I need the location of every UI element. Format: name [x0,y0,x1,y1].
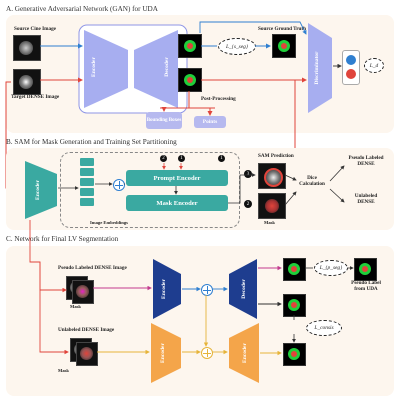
sam-prediction-label: SAM Prediction [258,153,294,159]
image-embedding-stack [80,158,94,214]
sam-add-node [113,179,125,191]
source-cine-label: Source Cine Image [14,26,56,32]
pseudo-label-uda-mask [354,258,377,281]
sam-prediction-image [258,163,286,189]
target-dense-label: Target DENSE Image [11,94,60,100]
encoder-top-block [153,259,181,319]
prompt-encoder-box: Prompt Encoder [126,170,228,186]
sam-mask-label: Mask [264,220,275,225]
pseudo-labeled-dense-label: Pseudo Labeled DENSE [348,155,384,167]
prompt-badge-1: 1 [178,155,185,162]
sam-container [60,152,240,228]
pseudo-labeled-image-2 [72,280,94,304]
unlabeled-image-label: Unlabeled DENSE Image [58,327,115,333]
dice-calculation-label: Dice Calculation [299,175,325,187]
fusion-node-bottom [201,347,213,359]
section-c-title: C. Network for Final LV Segmentation [6,235,119,243]
target-output-mask [178,68,202,92]
mask-bottom-label: Mask [58,368,69,373]
pseudo-labeled-image-label: Pseudo Labeled DENSE Image [58,265,127,271]
discriminator-output [342,50,360,85]
decoder-top-block [229,259,257,319]
image-embeddings-label: Image Embeddings [90,220,128,225]
unlabeled-dense-label: Unlabeled DENSE [354,193,378,205]
loss-d: L_d [364,58,384,73]
discriminator-block [308,23,332,113]
post-processing-label: Post-Processing [201,96,236,102]
output-mask-bottom [283,343,306,366]
fusion-node-top [201,284,213,296]
loss-s-seg: L_{s_seg} [218,38,256,55]
prompt-badge-2: 2 [160,155,167,162]
source-ground-truth-mask [272,34,296,58]
source-cine-image [13,35,41,61]
loss-consis: L_consis [306,320,342,336]
mask-top-label: Mask [70,304,81,309]
loss-p-seg: L_{p_seg} [314,260,348,276]
unlabeled-image-2 [76,342,98,366]
points-box: Points [194,116,226,128]
prompt-badge-1b: 1 [218,155,225,162]
section-a-title: A. Generative Adversarial Network (GAN) … [6,5,158,13]
bounding-boxes-box: Bounding Boxes [146,112,182,129]
pseudo-label-uda-label: Pseudo Label from UDA [351,280,381,292]
prediction-badge-3: 3 [244,170,252,178]
source-ground-truth-label: Source Ground Truth [258,26,307,32]
section-b-title: B. SAM for Mask Generation and Training … [6,138,177,146]
encoder-bottom-block [151,323,181,383]
source-output-mask [178,34,202,58]
encoder-bottom-right-block [229,323,259,383]
output-mask-top-1 [283,258,306,281]
prediction-badge-2: 2 [244,200,252,208]
mask-encoder-box: Mask Encoder [126,195,228,211]
target-dense-image [13,69,41,95]
section-b-panel [6,148,394,230]
gan-encoder-decoder [78,24,188,114]
sam-mask-image [258,193,286,219]
sam-encoder-block [25,161,57,219]
output-mask-top-2 [283,294,306,317]
